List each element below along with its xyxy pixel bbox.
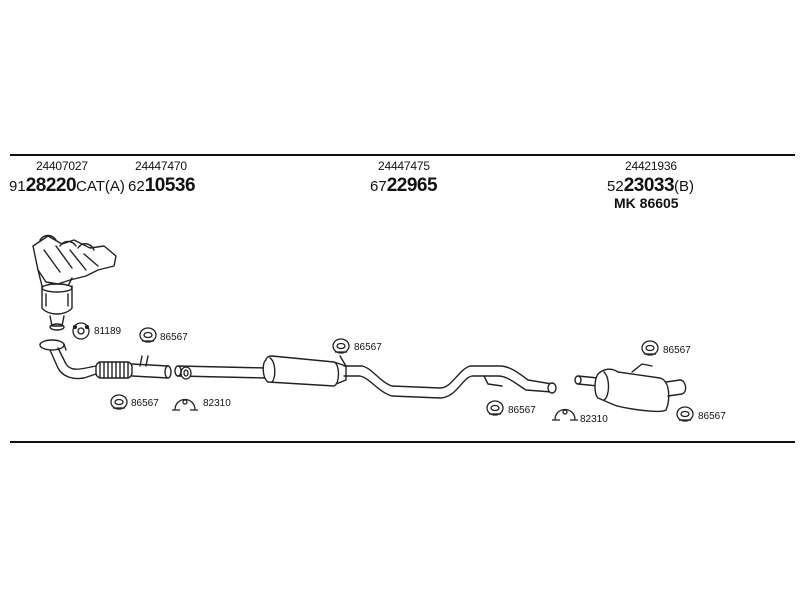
catalytic-converter <box>41 283 73 331</box>
part-label-clamp: 86567 <box>131 398 159 409</box>
mounting-kit-label: MK 86605 <box>614 195 679 211</box>
part-label-clamp: 86567 <box>354 342 382 353</box>
rubber-mount-icon <box>139 327 157 343</box>
exhaust-manifold <box>32 234 117 291</box>
part-label-clamp: 86567 <box>698 411 726 422</box>
part-label-clamp: 86567 <box>508 405 536 416</box>
front-pipe <box>39 339 172 380</box>
ring-icon <box>72 322 90 340</box>
rubber-mount-icon <box>332 338 350 354</box>
top-rule <box>10 154 795 156</box>
code-main: 28220 <box>25 175 77 196</box>
part-label-bracket: 82310 <box>203 398 231 409</box>
part-label-bolt-ring: 81189 <box>94 326 122 337</box>
code-suffix: CAT(A) <box>76 178 125 195</box>
part-code-rear-silencer: 5223033(B) <box>607 176 694 195</box>
code-prefix: 67 <box>370 178 387 195</box>
clamp-icons <box>72 322 694 422</box>
part-code-manifold: 9128220CAT(A) <box>9 176 125 195</box>
code-prefix: 52 <box>607 178 624 195</box>
code-prefix: 91 <box>9 178 26 195</box>
bottom-rule <box>10 441 795 443</box>
code-prefix: 62 <box>128 178 145 195</box>
part-label-clamp: 86567 <box>663 345 691 356</box>
part-label-bracket: 82310 <box>580 414 608 425</box>
part-label-clamp: 86567 <box>160 332 188 343</box>
part-number-front-pipe: 24447470 <box>135 159 187 173</box>
rubber-mount-icon <box>486 400 504 416</box>
part-number-rear-silencer: 24421936 <box>625 159 677 173</box>
part-code-front-pipe: 6210536 <box>128 175 196 196</box>
part-code-middle-silencer: 6722965 <box>370 175 438 196</box>
code-main: 22965 <box>386 175 438 196</box>
part-number-middle-silencer: 24447475 <box>378 159 430 173</box>
bracket-clamp-icon <box>552 408 578 421</box>
rear-silencer <box>574 363 687 413</box>
rubber-mount-icon <box>676 406 694 422</box>
part-number-manifold: 24407027 <box>36 159 88 173</box>
code-suffix: (B) <box>674 178 695 195</box>
code-main: 23033 <box>623 175 675 196</box>
bracket-clamp-icon <box>172 398 198 411</box>
code-main: 10536 <box>144 175 196 196</box>
rubber-mount-icon <box>110 394 128 410</box>
middle-silencer <box>174 355 557 399</box>
spring-clamp-icon <box>180 366 192 380</box>
rubber-mount-icon <box>641 340 659 356</box>
